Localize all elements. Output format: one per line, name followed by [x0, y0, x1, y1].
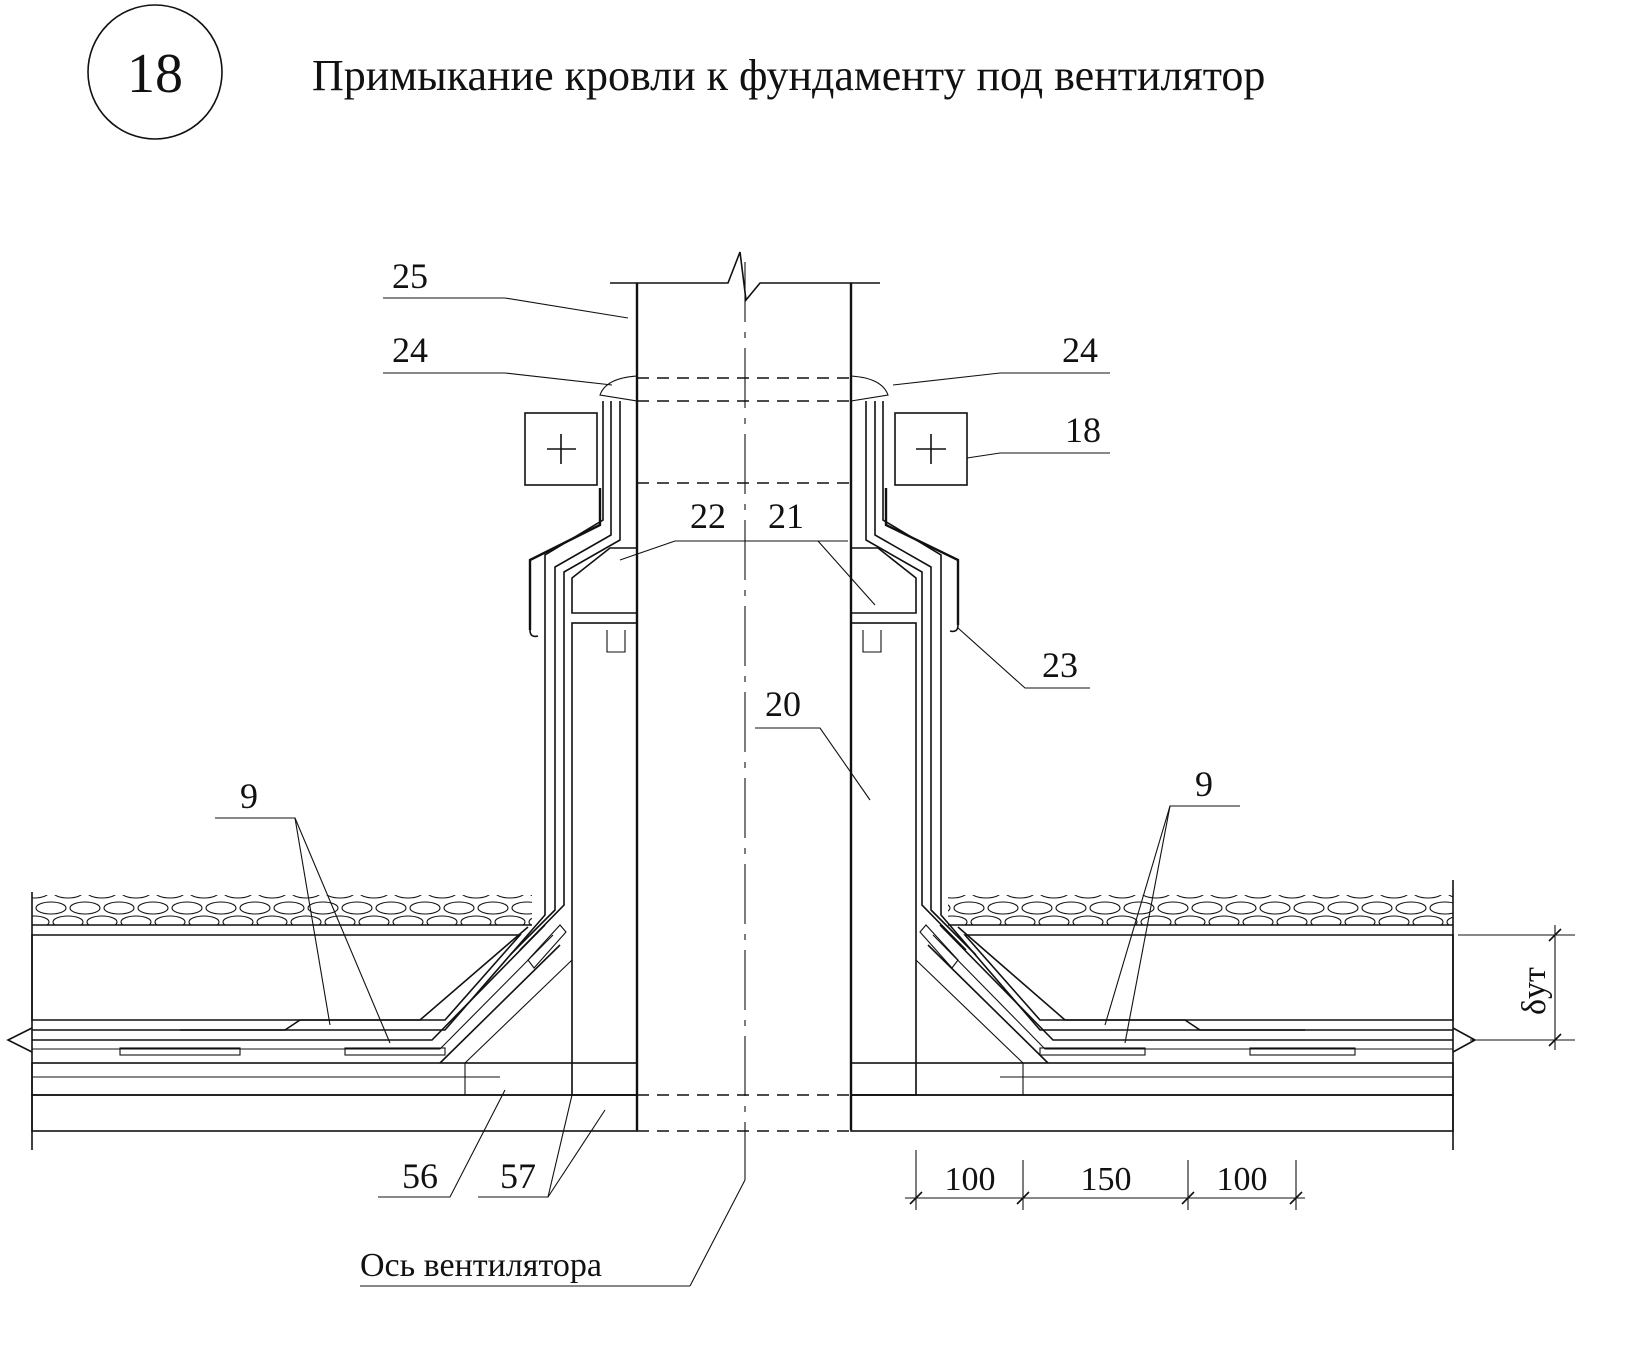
- detail-number-badge: 18: [87, 4, 223, 140]
- label-56: 56: [402, 1156, 438, 1196]
- sealant-cap-left: [599, 375, 638, 402]
- label-9-right: 9: [1195, 764, 1213, 804]
- label-20: 20: [765, 684, 801, 724]
- leader-lines: [215, 297, 1240, 1198]
- label-24-right: 24: [1062, 330, 1098, 370]
- insulation-thickness-dimension: [1458, 925, 1575, 1050]
- dimension-label-2: 150: [1081, 1161, 1132, 1198]
- membrane-upturn-left: [32, 401, 621, 1031]
- additional-layers-right: [919, 924, 1356, 1056]
- label-57: 57: [500, 1156, 536, 1196]
- break-mark-left: [6, 1027, 33, 1053]
- gravel-layer-left: [31, 892, 532, 1150]
- membrane-upturn-right: [865, 401, 1453, 1031]
- label-18: 18: [1065, 410, 1101, 450]
- foundation-wall-left: [571, 547, 638, 1096]
- fillet-left: [439, 944, 573, 1096]
- drawing-title: Примыкание кровли к фундаменту под венти…: [312, 51, 1265, 100]
- clamp-bolt-right: [894, 412, 968, 486]
- reference-dashed-lines: [637, 377, 851, 1132]
- detail-number: 18: [127, 43, 183, 105]
- dimension-label-3: 100: [1217, 1161, 1268, 1198]
- leveling-screed: [31, 1062, 1454, 1096]
- label-24-left: 24: [392, 330, 428, 370]
- label-23: 23: [1042, 645, 1078, 685]
- dimension-label-1: 100: [945, 1161, 996, 1198]
- label-25: 25: [392, 256, 428, 296]
- gravel-layer-right: [948, 880, 1454, 1150]
- axis-label: Ось вентилятора: [360, 1247, 602, 1284]
- ventilator-axis-line: [360, 262, 746, 1287]
- foundation-wall-right: [850, 547, 917, 1096]
- sealant-cap-right: [850, 375, 889, 402]
- dimension-chain: [905, 1150, 1305, 1210]
- label-9-left: 9: [240, 776, 258, 816]
- label-22: 22: [690, 496, 726, 536]
- additional-layers-left: [119, 924, 567, 1056]
- clamp-bolt-left: [524, 412, 598, 486]
- concrete-slab: [31, 1094, 1454, 1132]
- delta-insulation-label: δут: [1516, 967, 1553, 1015]
- label-21: 21: [768, 496, 804, 536]
